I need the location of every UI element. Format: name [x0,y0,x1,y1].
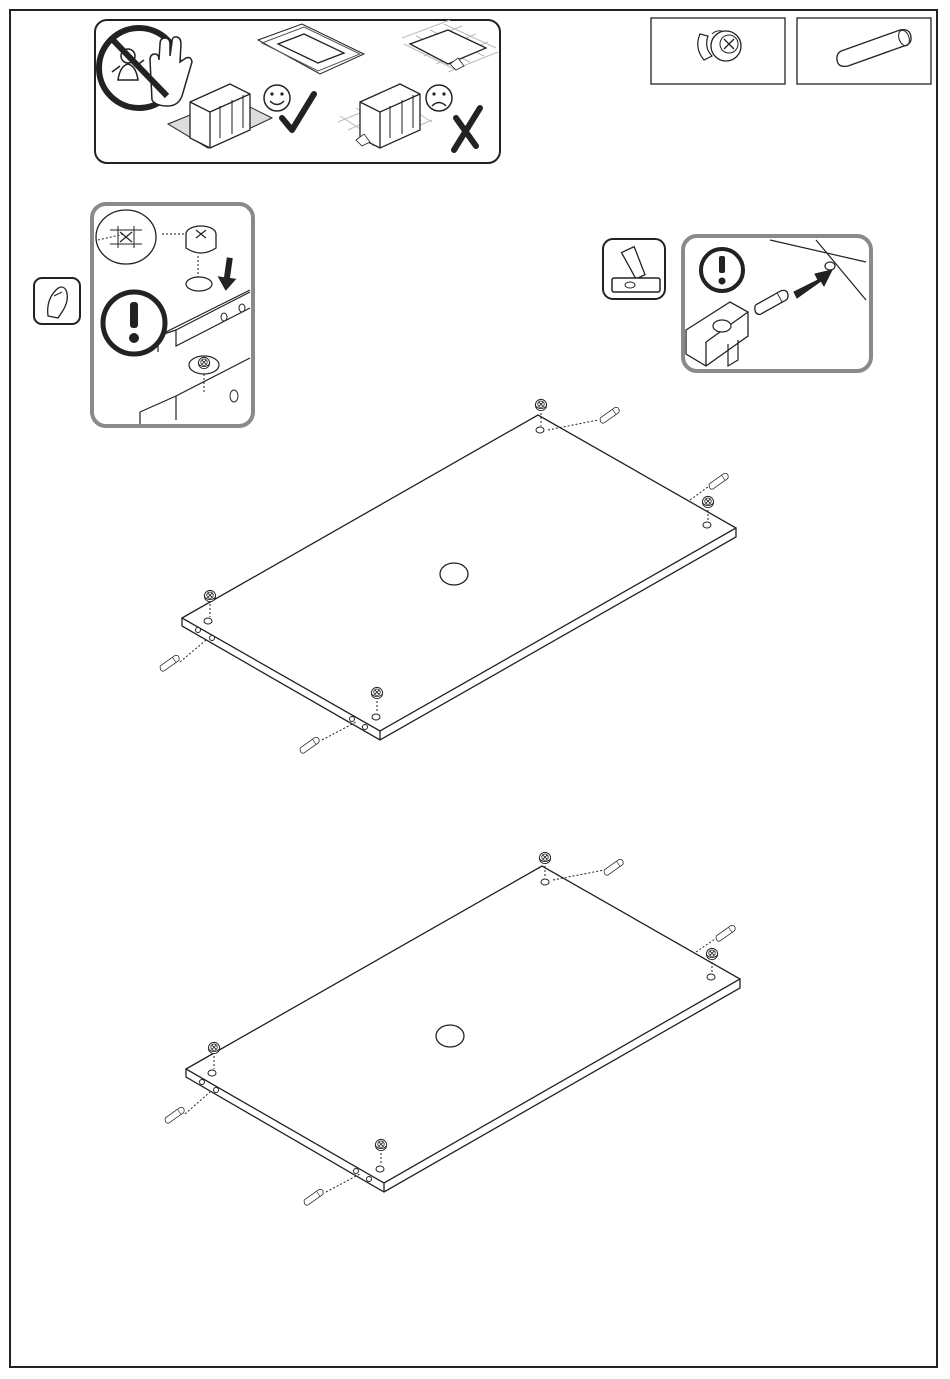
part-box-dowel [797,18,931,84]
cam-lock [375,1139,386,1150]
cam-lock-detail-callout [92,204,253,426]
part-number-marker [436,1025,464,1047]
part-number-marker [440,563,468,585]
dowel [163,1106,187,1124]
cam-lock [208,1042,219,1053]
dowel-detail-callout [683,236,871,371]
cam-lock [371,687,382,698]
dowel [707,472,731,490]
dowel [714,924,738,942]
warning-icon [103,292,165,354]
hammer-icon [603,239,665,299]
cam-lock [539,852,550,863]
dowel [298,736,322,754]
dowel [302,1188,326,1206]
board-1 [158,399,736,754]
happy-face-icon [264,85,290,111]
cam-lock-icon [698,31,741,61]
board-2 [163,852,740,1206]
screwdriver-hand-icon [34,278,80,324]
warning-icon [701,249,743,291]
dowel [158,654,182,672]
sad-face-icon [426,85,452,111]
cam-lock [535,399,546,410]
protection-panel [95,20,500,163]
dowel [602,858,626,876]
cam-lock [702,496,713,507]
cam-lock [204,590,215,601]
part-box-cam-lock [651,18,785,84]
cam-lock [706,948,717,959]
dowel [598,406,622,424]
